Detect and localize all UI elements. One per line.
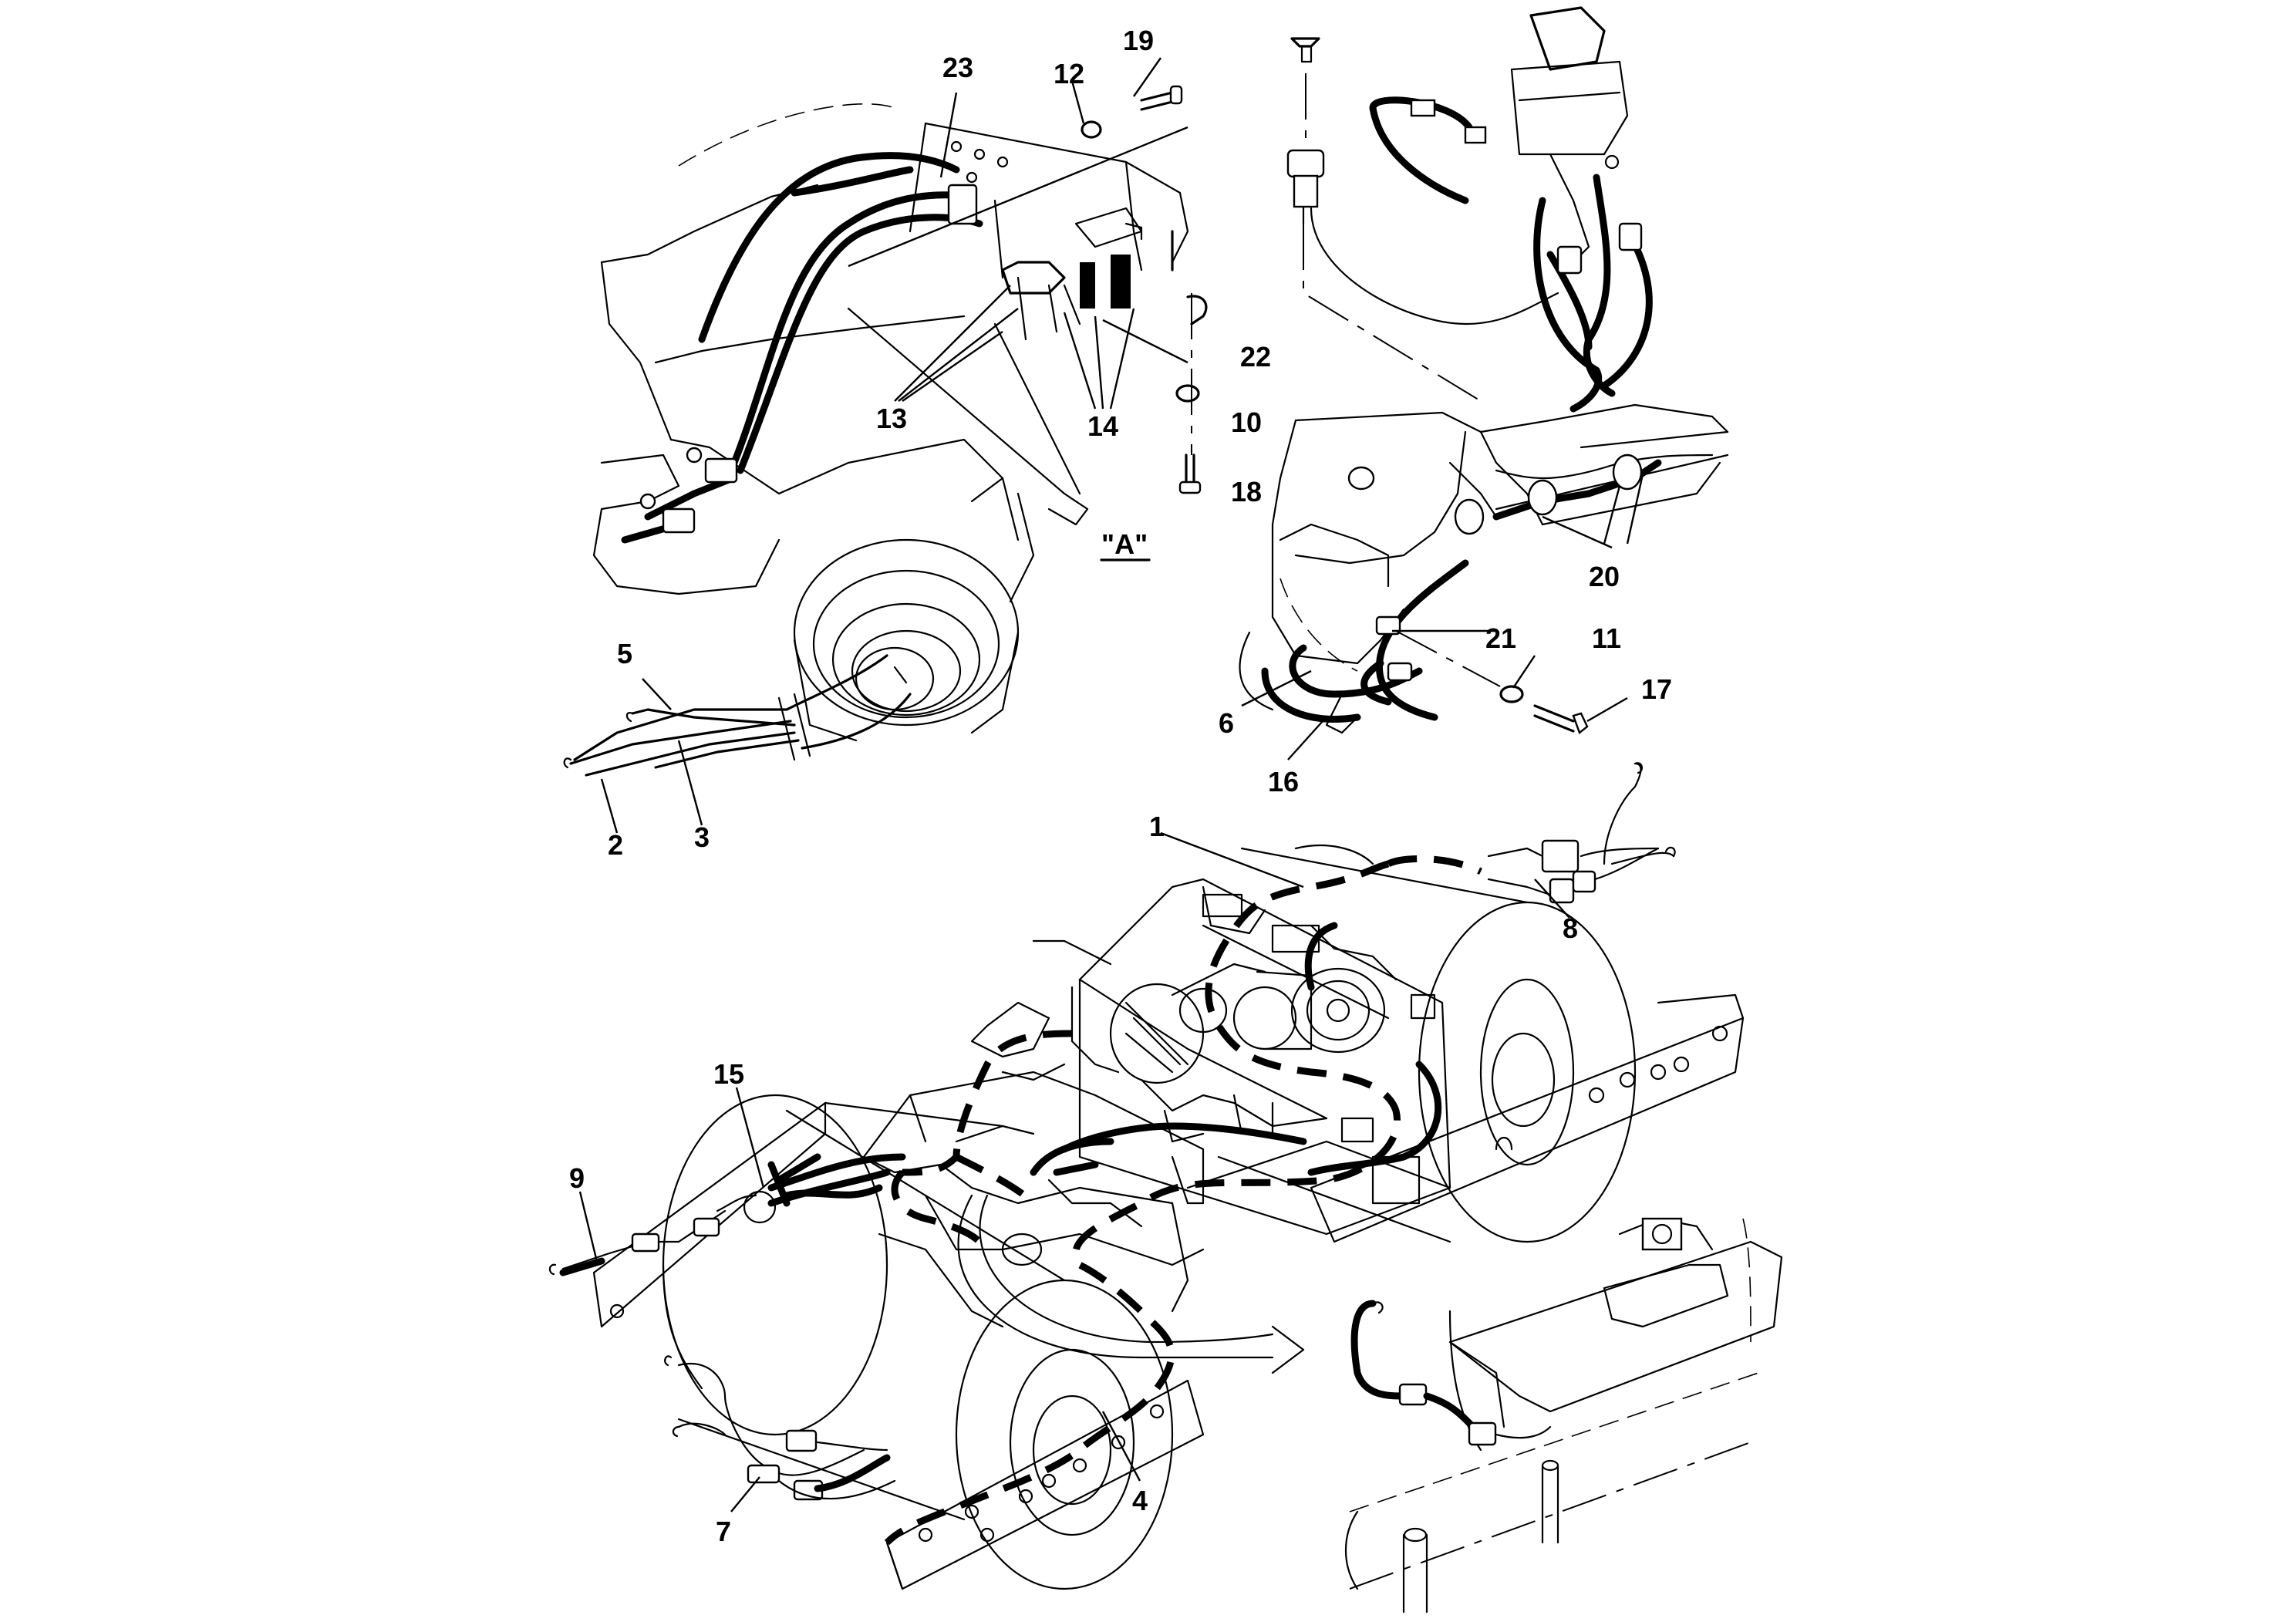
callout-5: 5: [617, 638, 632, 669]
callout-9: 9: [569, 1162, 585, 1194]
callout-16: 16: [1268, 766, 1299, 798]
callout-7: 7: [716, 1516, 731, 1547]
callout-3: 3: [694, 821, 710, 853]
callout-22: 22: [1240, 341, 1271, 373]
callout-13: 13: [876, 403, 907, 434]
joystick-assembly: [1286, 6, 1653, 413]
callout-21: 21: [1485, 622, 1516, 654]
callout-4: 4: [1132, 1485, 1148, 1516]
detail-a-console: "A": [563, 57, 1208, 834]
roller-machine: [548, 762, 1783, 1614]
callout-labels: 23 12 19 22 13 14 10 18 20 21 11 17 6 16…: [569, 25, 1672, 1547]
callout-12: 12: [1054, 58, 1084, 89]
callout-14: 14: [1087, 410, 1118, 442]
callout-20: 20: [1589, 561, 1620, 592]
callout-18: 18: [1231, 476, 1262, 508]
callout-15: 15: [713, 1058, 744, 1090]
callout-17: 17: [1641, 673, 1672, 705]
callout-23: 23: [942, 52, 973, 83]
callout-19: 19: [1123, 25, 1154, 56]
callout-1: 1: [1149, 811, 1165, 842]
callout-10: 10: [1231, 406, 1262, 438]
view-label-a: "A": [1101, 528, 1148, 560]
frame-crossmember: [1239, 403, 1729, 760]
callout-6: 6: [1219, 707, 1234, 739]
callout-8: 8: [1563, 912, 1578, 944]
callout-2: 2: [608, 829, 623, 861]
callout-11: 11: [1592, 622, 1621, 654]
